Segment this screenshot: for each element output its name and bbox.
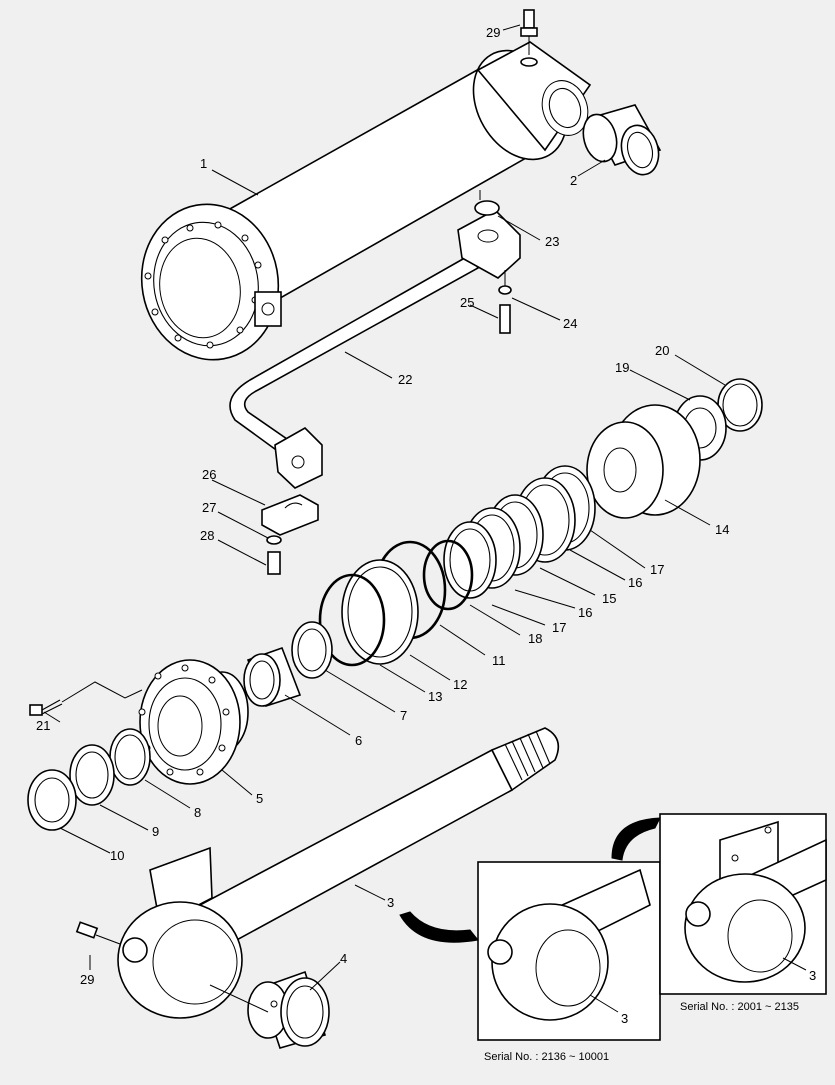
- callout-23: 23: [545, 234, 559, 249]
- serial-caption-1: Serial No. : 2136 ~ 10001: [484, 1051, 609, 1063]
- cylinder-tube: [140, 41, 592, 361]
- callout-27: 27: [202, 500, 216, 515]
- o-ring-18: [422, 539, 474, 611]
- bushing-6: [243, 646, 302, 707]
- callout-9: 9: [152, 824, 159, 839]
- piston-14: [586, 404, 701, 519]
- callout-21: 21: [36, 718, 50, 733]
- callout-15: 15: [602, 591, 616, 606]
- clamp-26: [261, 494, 319, 536]
- callout-11: 11: [492, 653, 506, 668]
- bolt-21: [29, 681, 143, 716]
- callout-18: 18: [528, 631, 542, 646]
- callout-3-detail-2: 3: [809, 968, 816, 983]
- grease-nipple-bottom: [75, 921, 121, 945]
- rod-cover-5: [138, 659, 249, 785]
- bolt-28-washer-27: [266, 535, 282, 575]
- arrow-to-detail-1: [399, 911, 479, 943]
- callout-labels: 1 2 3 4 5 6 7 8 9 10 11 12 13 14 15 16 1…: [36, 25, 816, 1026]
- callout-25: 25: [460, 295, 474, 310]
- callout-4: 4: [340, 951, 347, 966]
- grease-nipple-top: [520, 9, 538, 67]
- callout-5: 5: [256, 791, 263, 806]
- callout-22: 22: [398, 372, 412, 387]
- callout-6: 6: [355, 733, 362, 748]
- seal-9: [69, 744, 115, 806]
- callout-17b: 17: [552, 620, 566, 635]
- serial-caption-2: Serial No. : 2001 ~ 2135: [680, 1001, 799, 1013]
- callout-17a: 17: [650, 562, 664, 577]
- callout-29-top: 29: [486, 25, 500, 40]
- callout-1: 1: [200, 156, 207, 171]
- detail-box-serial-2001: [659, 813, 827, 995]
- detail-box-serial-2136: [477, 861, 661, 1041]
- callout-19: 19: [615, 360, 629, 375]
- seal-8: [109, 728, 151, 786]
- backup-ring-12: [341, 559, 419, 665]
- callout-10: 10: [110, 848, 124, 863]
- bushing-top: [582, 104, 662, 176]
- arrow-to-detail-2: [611, 817, 661, 861]
- callout-26: 26: [202, 467, 216, 482]
- callout-3: 3: [387, 895, 394, 910]
- pipe-assembly: [229, 209, 521, 489]
- callout-14: 14: [715, 522, 729, 537]
- callout-3-detail-1: 3: [621, 1011, 628, 1026]
- callout-13: 13: [428, 689, 442, 704]
- piston-rod: [117, 727, 560, 1019]
- callout-7: 7: [400, 708, 407, 723]
- callout-20: 20: [655, 343, 669, 358]
- callout-16a: 16: [628, 575, 642, 590]
- bolt-25-washer-24: [498, 270, 512, 334]
- callout-2: 2: [570, 173, 577, 188]
- callout-12: 12: [453, 677, 467, 692]
- callout-28: 28: [200, 528, 214, 543]
- o-ring-23: [474, 200, 500, 216]
- o-ring-13: [318, 573, 386, 667]
- callout-24: 24: [563, 316, 577, 331]
- callout-8: 8: [194, 805, 201, 820]
- flange-bolt-holes: [144, 221, 262, 349]
- callout-16b: 16: [578, 605, 592, 620]
- bushing-4: [247, 970, 330, 1049]
- leader-lines: [43, 24, 807, 1013]
- callout-29-bottom: 29: [80, 972, 94, 987]
